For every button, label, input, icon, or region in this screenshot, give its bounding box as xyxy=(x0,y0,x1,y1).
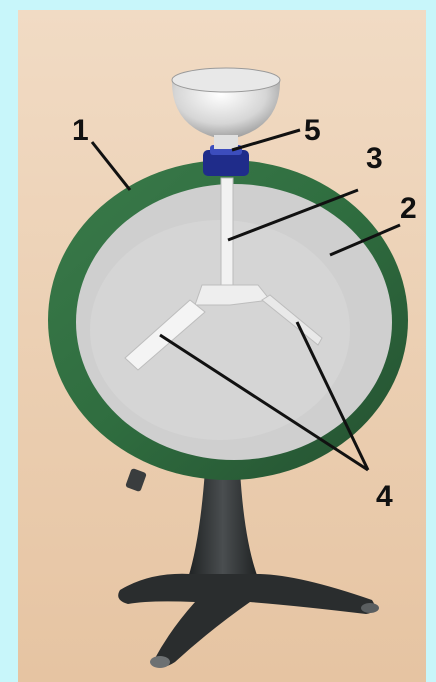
label-disc: 2 xyxy=(400,192,417,225)
label-insulator: 5 xyxy=(304,114,321,147)
rod xyxy=(221,178,233,288)
label-rod: 3 xyxy=(366,142,383,175)
label-ring: 1 xyxy=(72,114,89,147)
label-leaves: 4 xyxy=(376,480,393,513)
